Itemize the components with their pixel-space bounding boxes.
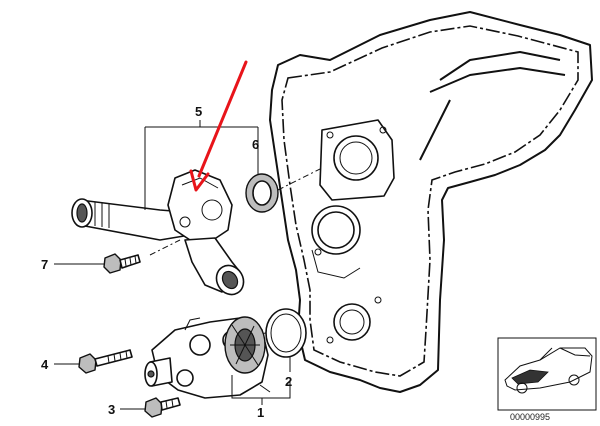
callout-part-5: 5 <box>195 104 203 119</box>
callout-part-6: 6 <box>252 137 260 152</box>
callout-part-2: 2 <box>285 374 293 389</box>
callout-part-3: 3 <box>108 402 116 417</box>
water-pump <box>144 316 271 399</box>
bolt-4 <box>78 349 133 374</box>
bolt-3 <box>144 397 181 418</box>
seal-ring <box>245 167 323 213</box>
car-thumbnail <box>497 337 597 411</box>
red-arrow-annotation <box>189 60 248 192</box>
thermostat-housing <box>71 169 245 296</box>
callout-part-4: 4 <box>41 357 49 372</box>
leader-lines <box>54 120 291 410</box>
timing-cover <box>269 11 593 393</box>
callout-part-7: 7 <box>41 257 49 272</box>
bolt-7 <box>103 253 141 274</box>
callout-part-1: 1 <box>257 405 265 420</box>
reference-code: 00000995 <box>510 412 551 422</box>
